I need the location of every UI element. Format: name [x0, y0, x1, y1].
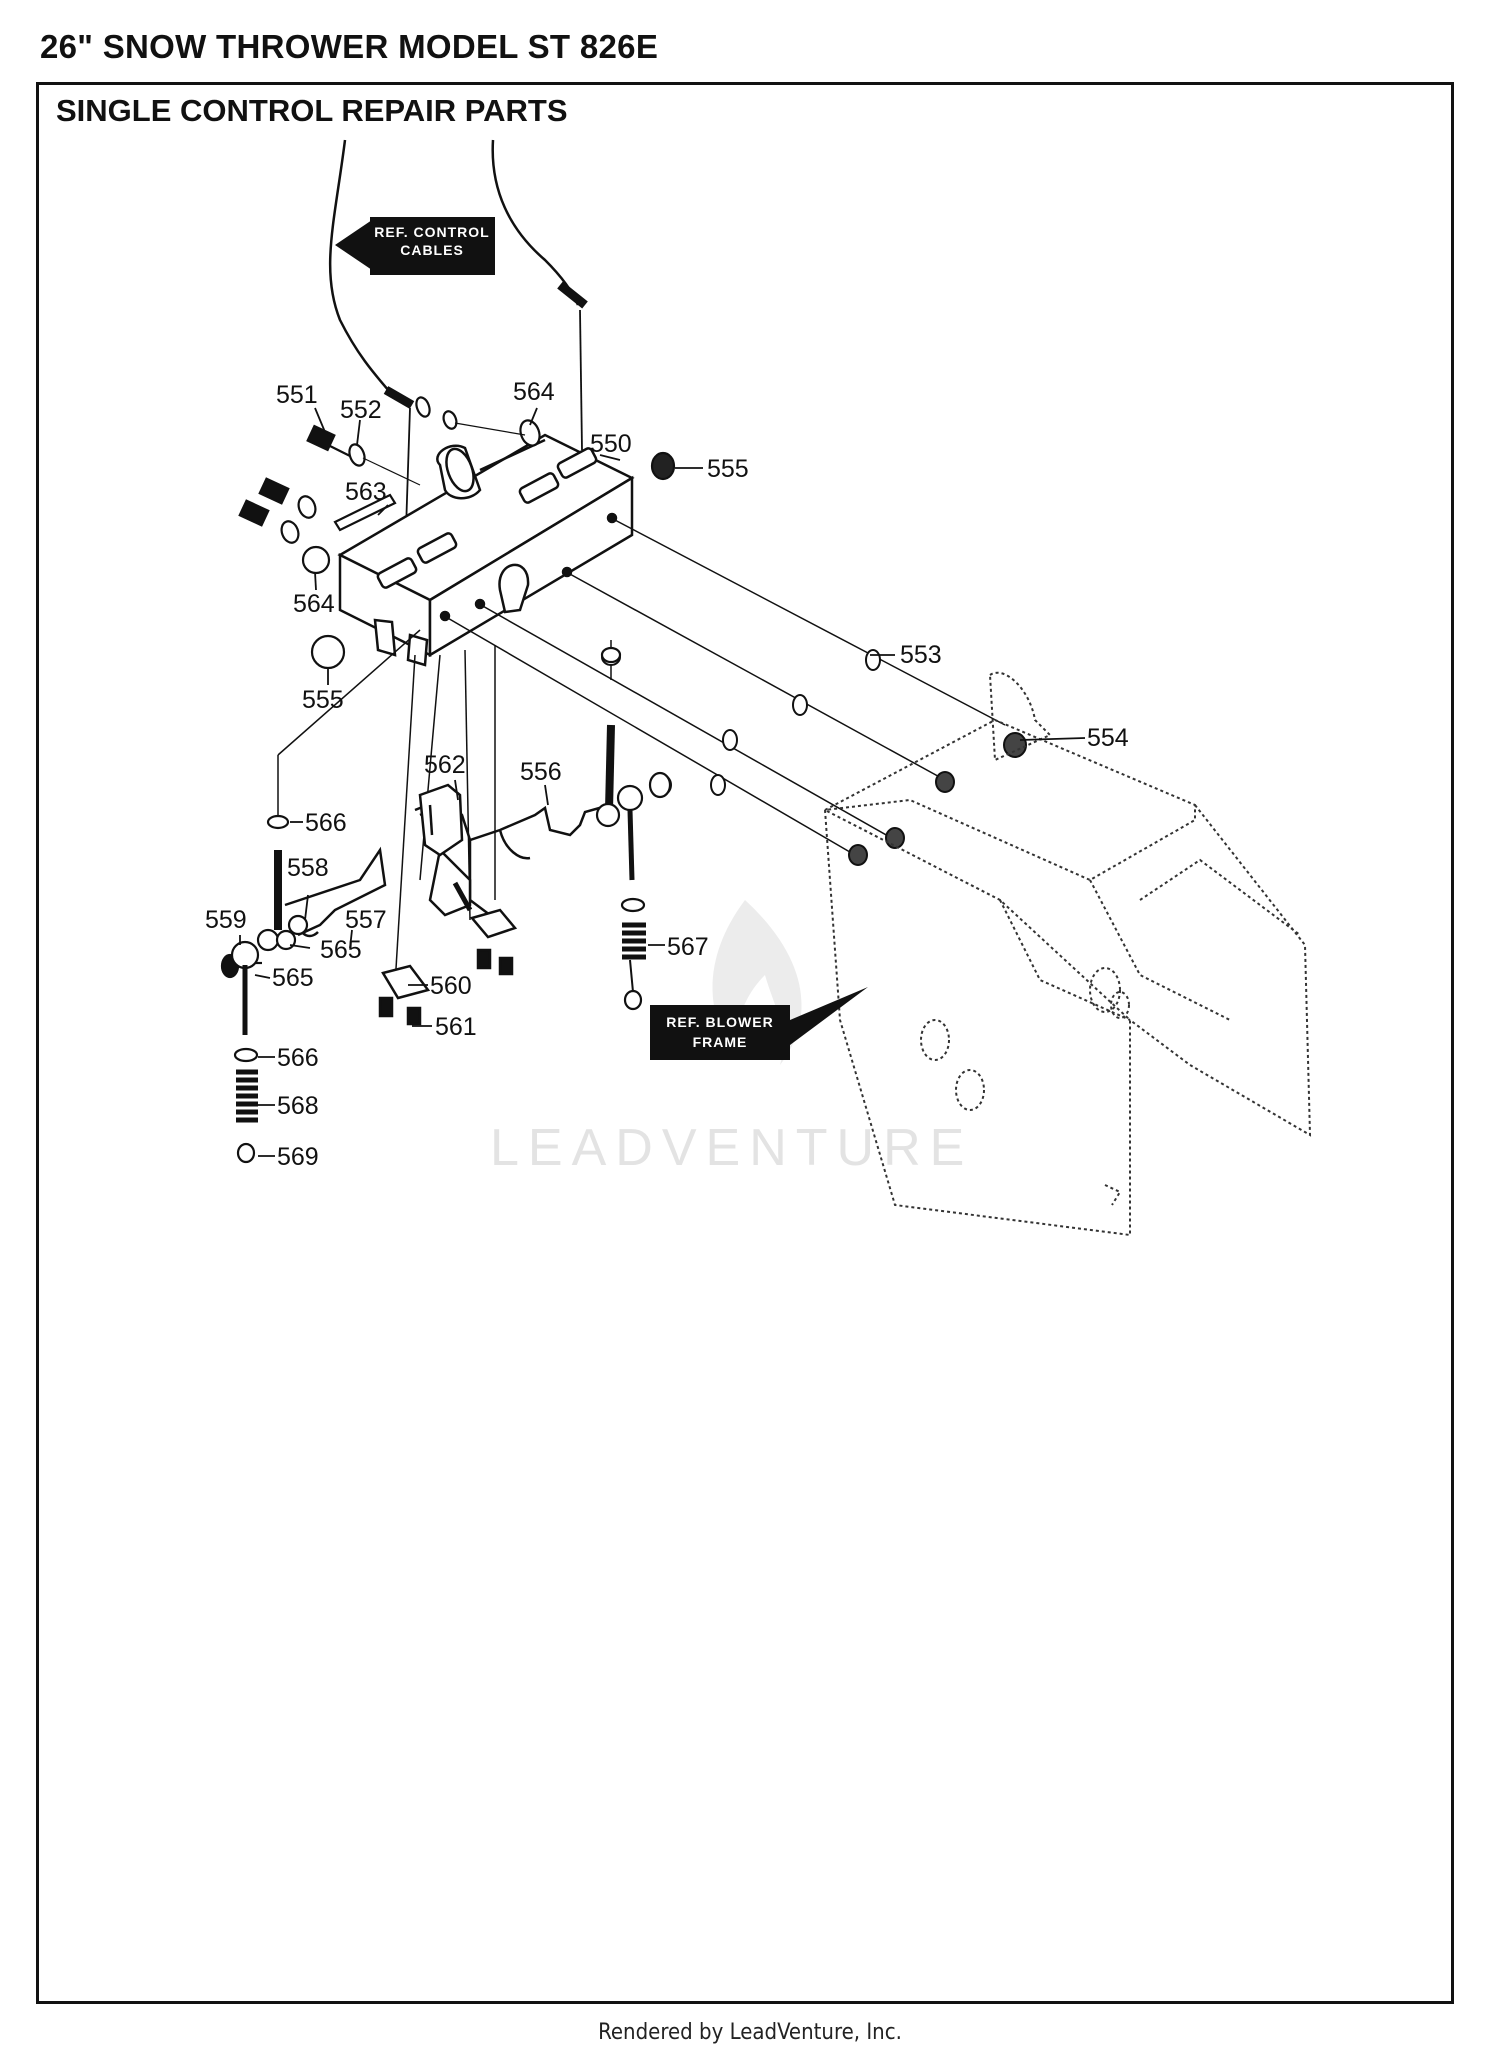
control-bracket — [337, 433, 635, 667]
callout-555-left: 555 — [302, 686, 344, 714]
frame-fasteners — [601, 648, 1027, 866]
callout-563: 563 — [345, 478, 387, 506]
callout-566-lower: 566 — [277, 1044, 319, 1072]
lock-clip — [418, 783, 464, 857]
callout-557: 557 — [345, 906, 387, 934]
watermark-text: LEADVENTURE — [490, 1119, 973, 1177]
callout-569: 569 — [277, 1143, 319, 1171]
section-title: SINGLE CONTROL REPAIR PARTS — [56, 93, 568, 128]
callout-561: 561 — [435, 1013, 477, 1041]
pivot-brackets — [378, 908, 518, 1026]
callout-554: 554 — [1087, 724, 1129, 752]
ref-control-cables-line-1: REF. CONTROL — [374, 224, 489, 240]
ref-control-cables-label: REF. CONTROL CABLES — [335, 217, 495, 275]
callout-566-upper: 566 — [305, 809, 347, 837]
callout-564-top: 564 — [513, 378, 555, 406]
callout-553: 553 — [900, 641, 942, 669]
diagram-frame — [36, 82, 1454, 2004]
callout-564-left: 564 — [293, 590, 335, 618]
callout-565-upper: 565 — [320, 936, 362, 964]
ref-blower-frame-line-2: FRAME — [693, 1034, 748, 1050]
page-title: 26" SNOW THROWER MODEL ST 826E — [40, 28, 659, 65]
callout-565-lower: 565 — [272, 964, 314, 992]
callout-558: 558 — [287, 854, 329, 882]
callout-562: 562 — [424, 751, 466, 779]
callout-labels: 550 551 552 553 554 555 555 556 557 558 … — [205, 378, 1129, 1171]
callout-551: 551 — [276, 381, 318, 409]
callout-560: 560 — [430, 972, 472, 1000]
footer-credit: Rendered by LeadVenture, Inc. — [598, 2020, 902, 2045]
callout-550: 550 — [590, 430, 632, 458]
callout-555-right: 555 — [707, 455, 749, 483]
cable-roller — [436, 438, 546, 500]
callout-567: 567 — [667, 933, 709, 961]
ref-blower-frame-line-1: REF. BLOWER — [666, 1014, 773, 1030]
ref-control-cables-line-2: CABLES — [400, 242, 464, 258]
callout-568: 568 — [277, 1092, 319, 1120]
callout-leaders — [239, 407, 1086, 1157]
callout-552: 552 — [340, 396, 382, 424]
upper-fasteners — [238, 396, 676, 670]
callout-556: 556 — [520, 758, 562, 786]
callout-559: 559 — [205, 906, 247, 934]
leader-lines — [277, 518, 1006, 986]
ref-blower-frame-label: REF. BLOWER FRAME — [650, 987, 868, 1060]
blower-frame — [823, 671, 1312, 1237]
